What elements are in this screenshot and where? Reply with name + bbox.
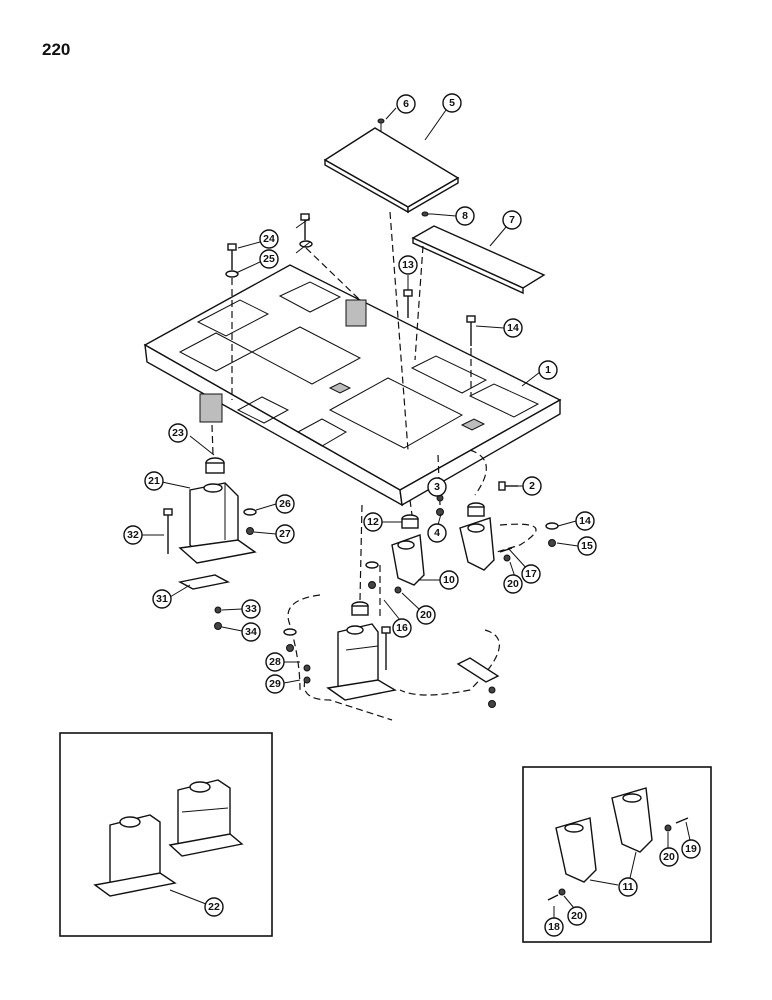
assembly-lines [211,211,537,721]
svg-text:13: 13 [402,259,414,271]
svg-text:34: 34 [245,626,257,638]
callout-31: 31 [152,589,172,609]
svg-text:28: 28 [269,656,281,668]
svg-text:27: 27 [279,528,291,540]
callout-29: 29 [265,674,285,694]
callout-20-b: 20 [416,605,436,625]
callout-8: 8 [455,206,475,226]
svg-text:19: 19 [685,843,697,855]
inset-right [522,766,712,943]
inset-left [59,732,273,937]
rear-support [283,601,500,708]
callout-5: 5 [442,93,462,113]
callout-2: 2 [522,476,542,496]
callout-34: 34 [241,622,261,642]
svg-text:6: 6 [403,98,409,110]
top-bolts [225,213,518,491]
svg-text:22: 22 [208,901,220,913]
svg-text:14: 14 [507,322,519,334]
callout-19: 19 [681,839,701,859]
svg-text:17: 17 [525,568,537,580]
front-left-support [163,457,257,630]
callout-27: 27 [275,524,295,544]
callout-23: 23 [168,423,188,443]
callout-4: 4 [427,523,447,543]
callout-17: 17 [521,564,541,584]
callout-32: 32 [123,525,143,545]
callout-16: 16 [392,618,412,638]
callout-14-right: 14 [575,511,595,531]
svg-text:20: 20 [420,609,432,621]
callout-22: 22 [204,897,224,917]
callout-12: 12 [363,512,383,532]
svg-text:20: 20 [571,910,583,922]
svg-text:11: 11 [622,881,633,893]
svg-text:32: 32 [127,529,139,541]
svg-text:20: 20 [663,851,675,863]
callout-15: 15 [577,536,597,556]
svg-text:23: 23 [172,427,184,439]
callout-1: 1 [538,360,558,380]
callout-18: 18 [544,917,564,937]
callout-26: 26 [275,494,295,514]
svg-text:33: 33 [245,603,257,615]
svg-text:14: 14 [579,515,591,527]
cover-plate [323,118,460,214]
callout-25: 25 [259,249,279,269]
callout-20-d: 20 [567,906,587,926]
svg-text:24: 24 [263,233,275,245]
callout-11: 11 [618,877,638,897]
svg-text:18: 18 [548,921,560,933]
svg-text:29: 29 [269,678,281,690]
callout-13: 13 [398,255,418,275]
svg-text:10: 10 [443,574,455,586]
svg-text:12: 12 [367,516,379,528]
svg-text:15: 15 [581,540,593,552]
callout-6: 6 [396,94,416,114]
svg-text:16: 16 [396,622,408,634]
svg-text:20: 20 [507,578,519,590]
callout-21: 21 [144,471,164,491]
callout-14-top: 14 [503,318,523,338]
svg-text:25: 25 [263,253,275,265]
svg-text:2: 2 [529,480,535,492]
svg-text:1: 1 [545,364,551,376]
svg-text:3: 3 [434,481,440,493]
callout-20-c: 20 [659,847,679,867]
mount-brackets [365,517,513,594]
svg-text:21: 21 [148,475,160,487]
callout-7: 7 [502,210,522,230]
deck-plate [143,264,562,507]
cover-strip [411,211,546,295]
callout-28: 28 [265,652,285,672]
svg-text:26: 26 [279,498,291,510]
svg-text:31: 31 [156,593,168,605]
svg-text:7: 7 [509,214,515,226]
page-number: 220 [42,40,71,59]
svg-text:4: 4 [434,527,440,539]
callout-33: 33 [241,599,261,619]
callout-24: 24 [259,229,279,249]
callout-20-a: 20 [503,574,523,594]
svg-text:8: 8 [462,210,468,222]
callout-10: 10 [439,570,459,590]
callout-3: 3 [427,477,447,497]
svg-text:5: 5 [449,97,455,109]
